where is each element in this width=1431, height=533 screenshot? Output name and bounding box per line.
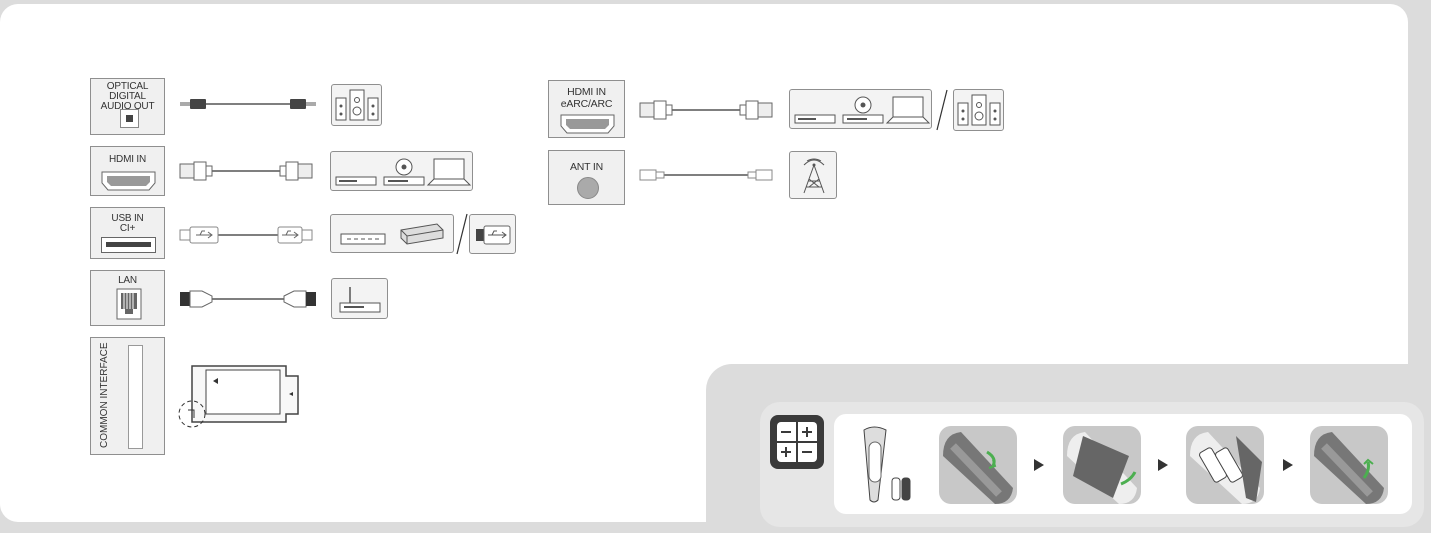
battery-step-4 [1310,426,1388,504]
common-interface-slot: COMMON INTERFACE [90,337,165,455]
usb-cable-icon [179,226,313,244]
lan-socket-icon [116,288,142,320]
lan-port: LAN [90,270,165,326]
lan-port-label: LAN [118,275,137,286]
hdmi-cable-icon [179,161,313,181]
earc-media-players-device [789,89,932,129]
ci-module-icon [178,365,299,428]
remote-control-icon [863,426,911,503]
step-arrow [1034,459,1044,471]
speakers-icon [957,94,1001,126]
divider-slash [456,213,468,255]
step-arrow [1283,459,1293,471]
ant-port-label: ANT IN [569,161,604,173]
usb-socket [101,237,156,253]
divider-slash [936,89,948,131]
antenna-cable-icon [639,169,773,181]
hdmi-port-label: HDMI IN [109,154,146,165]
media-players-icon [335,158,472,186]
speakers-device [331,84,382,126]
antenna-device [789,151,837,199]
hdmi-socket-icon [101,171,156,191]
battery-step-1 [939,426,1017,504]
optical-audio-out-port: OPTICAL DIGITAL AUDIO OUT [90,78,165,135]
media-players-device [330,151,473,191]
media-players-icon [794,96,931,124]
usb-drive-device [469,214,516,254]
external-storage-device [330,214,454,253]
step-arrow [1158,459,1168,471]
hdmi-earc-socket-icon [560,114,615,134]
hdmi-earc-cable-icon [639,100,773,120]
hdmi-in-port: HDMI IN [90,146,165,196]
earc-speakers-device [953,89,1004,131]
external-storage-icon [340,223,444,245]
hdmi-earc-port: HDMI IN eARC/ARC [548,80,625,138]
ant-socket [577,177,599,199]
usb-in-port: USB IN CI+ [90,207,165,259]
usb-drive-icon [476,225,511,245]
usb-port-label: USB IN CI+ [111,213,144,234]
router-device [331,278,388,319]
lan-cable-icon [180,290,316,308]
optical-socket [120,109,139,128]
optical-port-label: OPTICAL DIGITAL AUDIO OUT [100,81,155,112]
speakers-icon [335,89,379,121]
battery-step-2 [1063,426,1141,504]
ant-in-port: ANT IN [548,150,625,205]
antenna-tower-icon [803,158,825,194]
battery-icon [770,415,824,469]
optical-cable-icon [180,99,316,109]
hdmi-earc-port-label: HDMI IN eARC/ARC [560,86,613,110]
common-interface-label: COMMON INTERFACE [99,342,110,448]
router-icon [339,287,381,313]
battery-step-3 [1186,426,1264,504]
